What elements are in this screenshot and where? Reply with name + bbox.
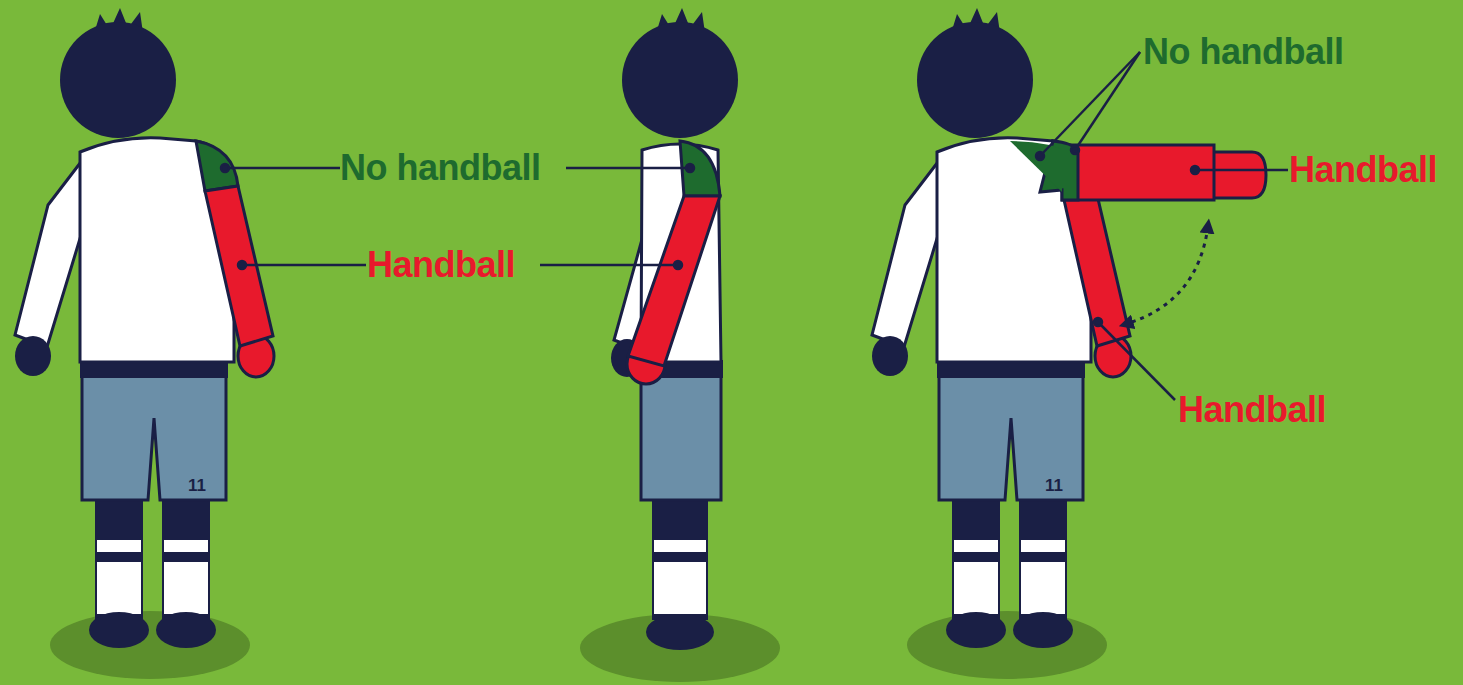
no-handball-label: No handball — [1143, 32, 1344, 72]
handball-label: Handball — [1178, 390, 1326, 430]
leader-lines — [221, 52, 1288, 400]
player-side — [580, 8, 780, 682]
handball-label: Handball — [367, 245, 515, 285]
shirt-number: 11 — [1045, 476, 1063, 496]
player-front — [15, 8, 274, 679]
raised-arm — [1010, 141, 1266, 324]
shirt-number: 11 — [188, 476, 206, 496]
player-arm-raised — [872, 8, 1131, 679]
no-handball-label: No handball — [340, 148, 541, 188]
handball-label: Handball — [1289, 150, 1437, 190]
